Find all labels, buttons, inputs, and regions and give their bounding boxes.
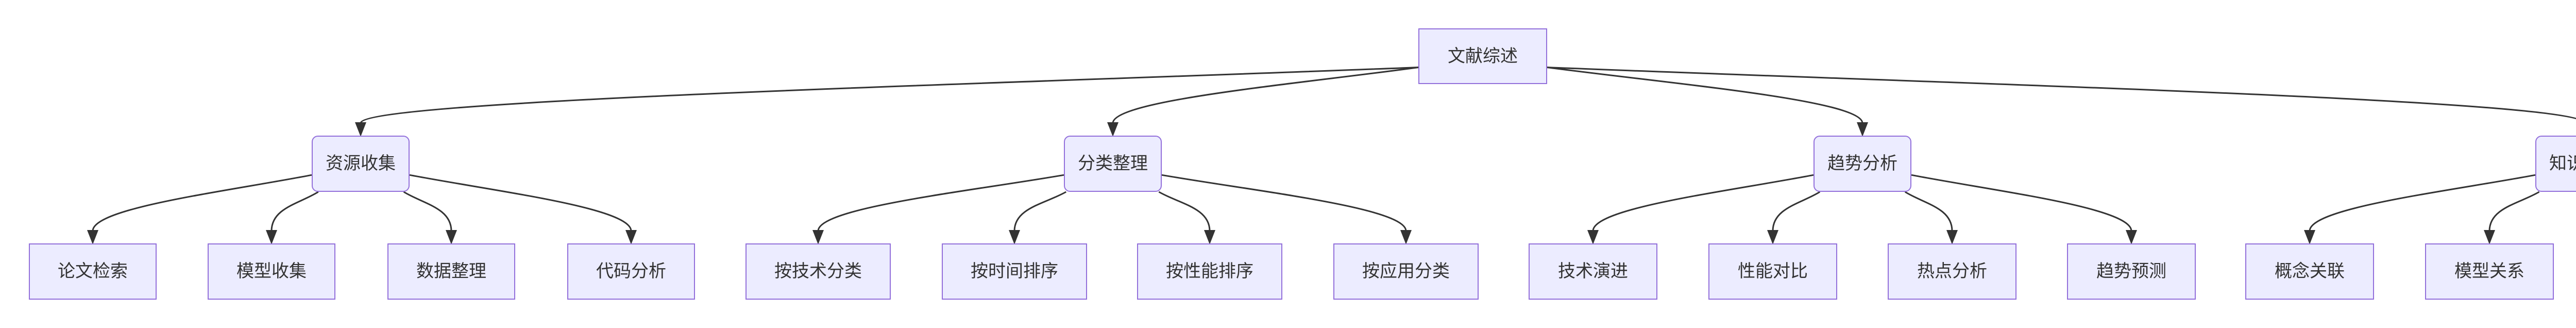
node-trend-prediction: 趋势预测 (2067, 243, 2196, 300)
node-code-analysis: 代码分析 (567, 243, 695, 300)
edge-b1-l1 (87, 174, 312, 244)
node-label: 趋势预测 (2096, 261, 2166, 282)
node-resource-collection: 资源收集 (312, 136, 410, 192)
node-label: 资源收集 (326, 153, 396, 174)
arrowhead-icon (355, 122, 366, 137)
arrowhead-icon (87, 230, 98, 244)
arrowhead-icon (2126, 230, 2137, 244)
arrowhead-icon (2484, 230, 2495, 244)
node-label: 按性能排序 (1166, 261, 1253, 282)
node-paper-search: 论文检索 (29, 243, 157, 300)
node-label: 按应用分类 (1362, 261, 1450, 282)
node-label: 概念关联 (2275, 261, 2345, 282)
node-literature-review: 文献综述 (1418, 28, 1547, 84)
arrowhead-icon (266, 230, 277, 244)
node-label: 数据整理 (416, 261, 486, 282)
node-hotspot-analysis: 热点分析 (1888, 243, 2016, 300)
edge-b4-l13 (2304, 174, 2536, 244)
arrowhead-icon (1107, 122, 1118, 137)
arrowhead-icon (1204, 230, 1215, 244)
node-label: 按时间排序 (971, 261, 1058, 282)
arrowhead-icon (1946, 230, 1958, 244)
edge-b2-l6 (1009, 191, 1067, 244)
edge-root-b2 (1107, 67, 1419, 137)
node-by-technology: 按技术分类 (745, 243, 891, 300)
node-model-collection: 模型收集 (208, 243, 335, 300)
arrowhead-icon (1587, 230, 1599, 244)
node-label: 文献综述 (1448, 45, 1518, 67)
arrowhead-icon (1009, 230, 1020, 244)
arrowhead-icon (812, 230, 824, 244)
edge-b1-l4 (409, 174, 637, 244)
edge-b3-l9 (1587, 174, 1814, 244)
arrowhead-icon (1857, 122, 1868, 137)
node-performance-compare: 性能对比 (1708, 243, 1837, 300)
node-label: 代码分析 (596, 261, 666, 282)
node-data-organization: 数据整理 (387, 243, 515, 300)
edge-root-b1 (355, 67, 1419, 137)
node-concept-association: 概念关联 (2245, 243, 2374, 300)
node-model-relations: 模型关系 (2425, 243, 2554, 300)
node-label: 知识图谱 (2549, 153, 2576, 174)
node-knowledge-graph: 知识图谱 (2535, 136, 2576, 192)
node-label: 论文检索 (58, 261, 128, 282)
edge-b1-l3 (403, 191, 457, 244)
node-label: 热点分析 (1917, 261, 1987, 282)
edge-root-b4 (1547, 67, 2576, 120)
edge-b3-l11 (1904, 191, 1958, 244)
edge-b4-l14 (2484, 191, 2540, 244)
node-classification: 分类整理 (1064, 136, 1162, 192)
node-trend-analysis: 趋势分析 (1814, 136, 1911, 192)
node-tech-evolution: 技术演进 (1529, 243, 1657, 300)
arrowhead-icon (625, 230, 637, 244)
node-label: 按技术分类 (774, 261, 862, 282)
arrowhead-icon (446, 230, 457, 244)
node-by-performance: 按性能排序 (1137, 243, 1282, 300)
arrowhead-icon (1400, 230, 1412, 244)
node-by-application: 按应用分类 (1333, 243, 1479, 300)
edge-b2-l5 (812, 174, 1064, 244)
arrowhead-icon (2304, 230, 2315, 244)
node-by-time: 按时间排序 (942, 243, 1087, 300)
node-label: 模型收集 (236, 261, 307, 282)
edge-b2-l7 (1158, 191, 1215, 244)
edge-b2-l8 (1161, 174, 1412, 244)
edge-b3-l10 (1767, 191, 1821, 244)
node-label: 分类整理 (1078, 153, 1148, 174)
edge-root-b3 (1547, 67, 1868, 137)
edge-b3-l12 (1911, 174, 2137, 244)
arrowhead-icon (1767, 230, 1778, 244)
edge-b1-l2 (266, 191, 319, 244)
node-label: 技术演进 (1558, 261, 1628, 282)
node-label: 趋势分析 (1827, 153, 1897, 174)
node-label: 性能对比 (1738, 261, 1808, 282)
node-label: 模型关系 (2454, 261, 2524, 282)
